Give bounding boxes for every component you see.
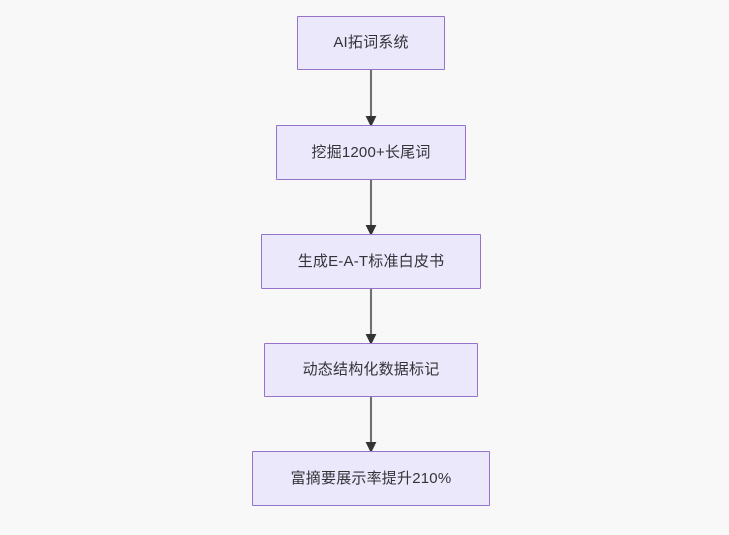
flow-node-label: 挖掘1200+长尾词	[311, 143, 431, 161]
edge-n4-n5	[357, 391, 385, 458]
flow-node-generate-eat-whitepaper[interactable]: 生成E-A-T标准白皮书	[261, 234, 481, 289]
flow-node-ai-keyword-system[interactable]: AI拓词系统	[297, 16, 445, 70]
flow-node-label: 生成E-A-T标准白皮书	[297, 252, 445, 270]
flow-node-label: 富摘要展示率提升210%	[290, 469, 452, 487]
flow-node-dynamic-structured-data-markup[interactable]: 动态结构化数据标记	[264, 343, 478, 397]
edge-n3-n4	[357, 283, 385, 350]
flow-node-rich-snippet-rate-increase[interactable]: 富摘要展示率提升210%	[252, 451, 490, 506]
flow-node-label: 动态结构化数据标记	[302, 361, 440, 378]
edge-n2-n3	[357, 174, 385, 241]
edge-n1-n2	[357, 64, 385, 132]
flow-node-label: AI拓词系统	[333, 34, 409, 51]
flow-node-mine-longtail-keywords[interactable]: 挖掘1200+长尾词	[276, 125, 466, 180]
